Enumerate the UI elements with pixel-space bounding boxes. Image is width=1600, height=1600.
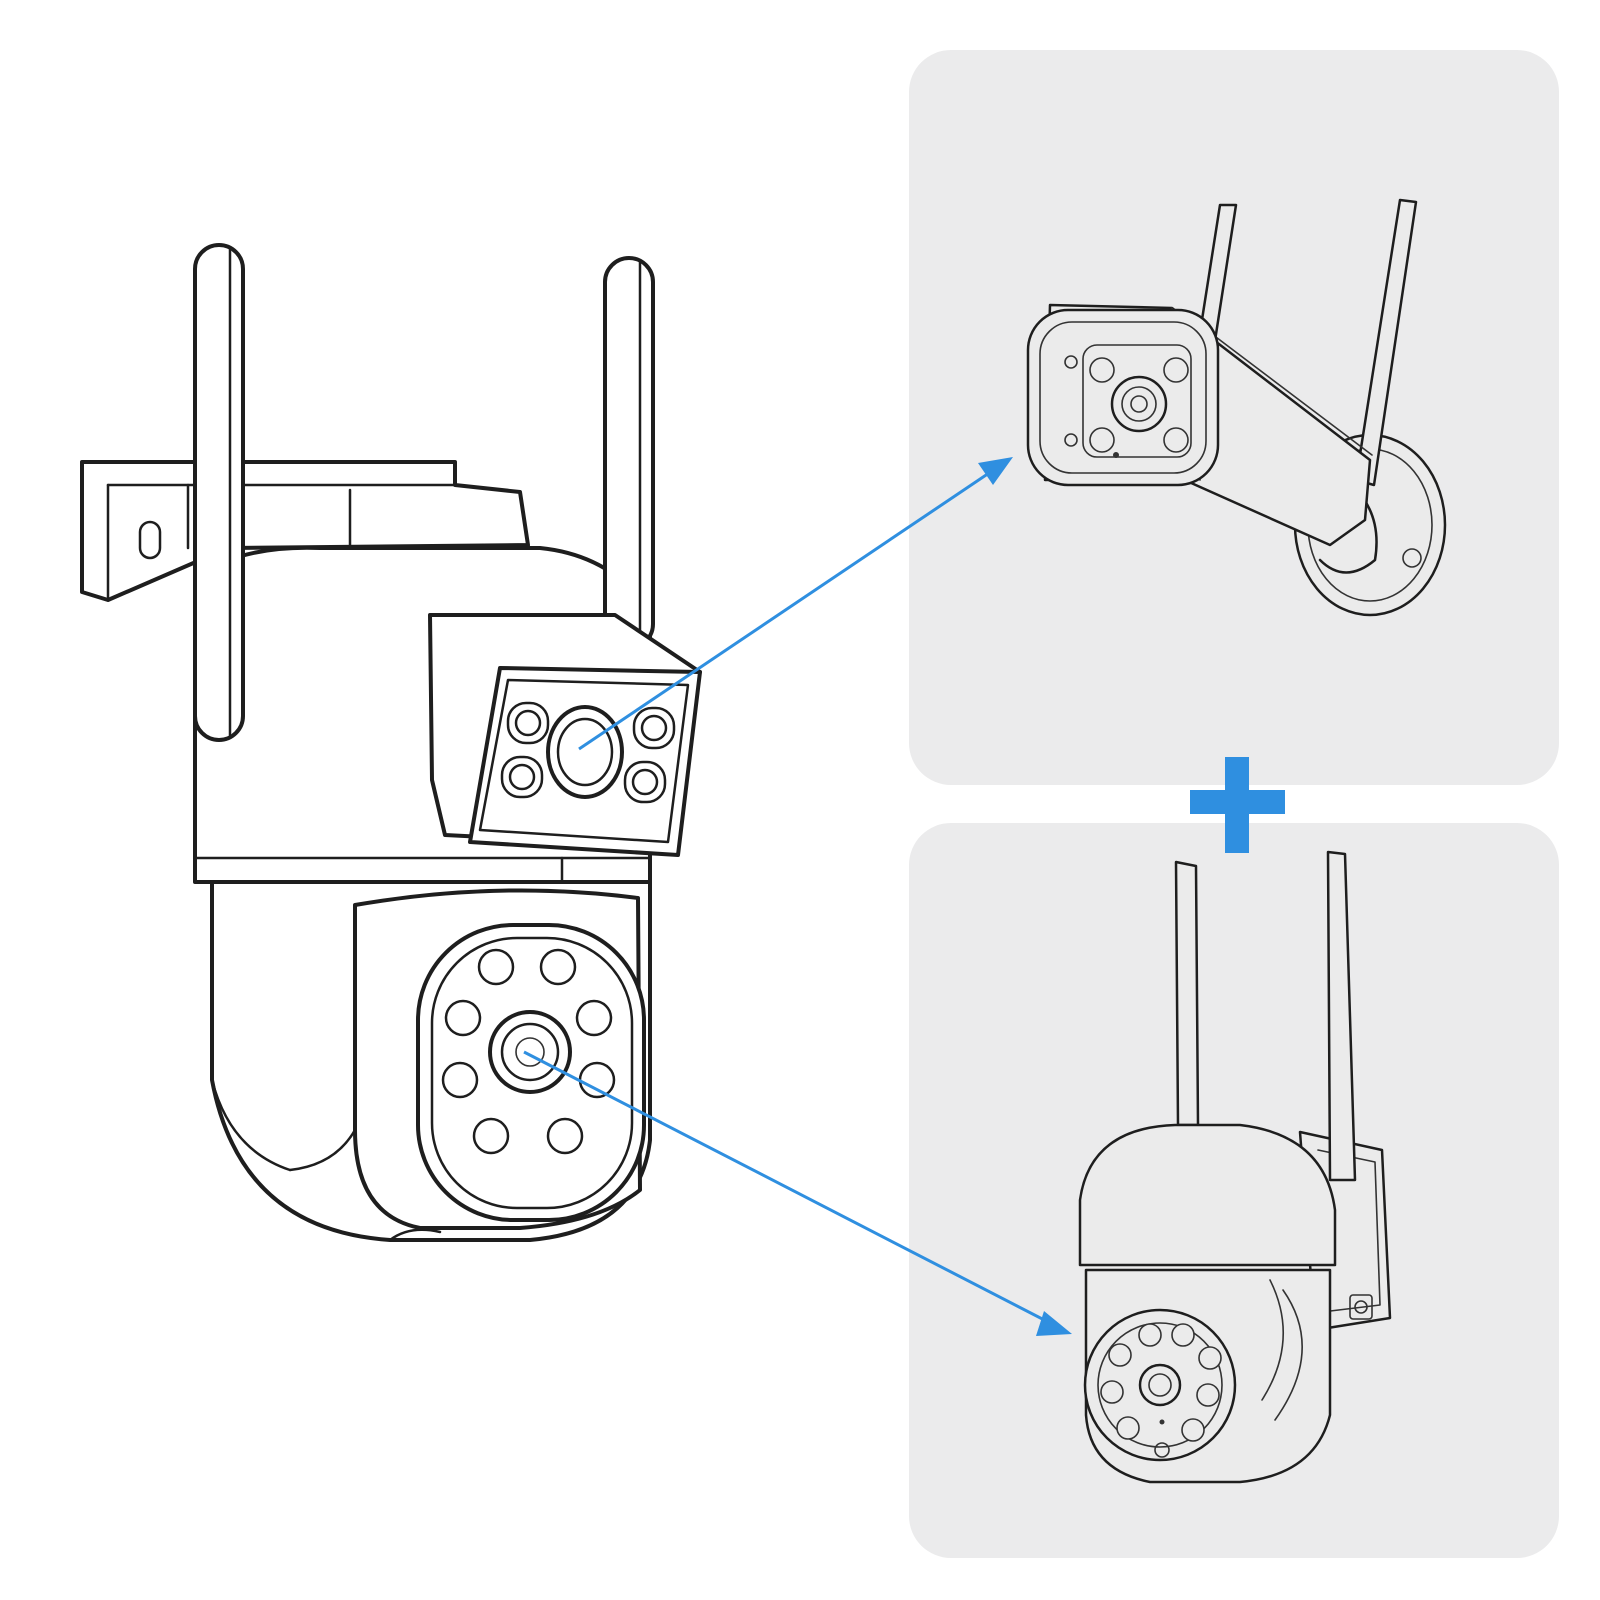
bullet-camera-illustration (1026, 198, 1447, 617)
arrow-right-up-icon (578, 457, 1013, 751)
dome-camera-illustration (1078, 850, 1392, 1484)
arrow-right-down-icon (523, 1050, 1072, 1336)
plus-icon (1190, 757, 1285, 853)
dual-lens-camera (80, 243, 702, 1242)
